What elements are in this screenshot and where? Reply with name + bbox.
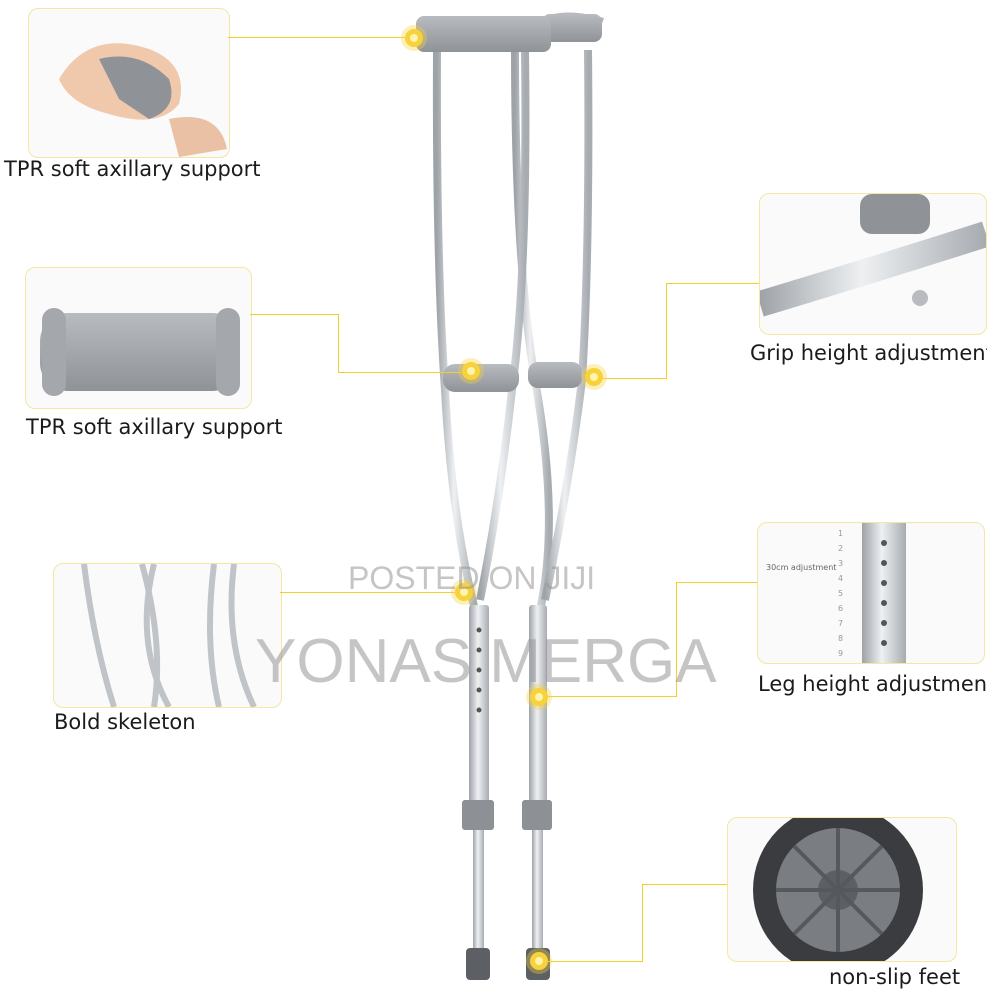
- leader-leg-adjust-v: [676, 582, 677, 697]
- leader-feet-h2: [642, 884, 727, 885]
- leader-hand-grip-v: [338, 314, 339, 372]
- leader-grip-adjust-h1: [598, 378, 666, 379]
- top-pad-label: TPR soft axillary support: [4, 157, 261, 181]
- marker-feet: [530, 952, 548, 970]
- leader-hand-grip-h1: [250, 314, 338, 315]
- scale-num: 9: [838, 649, 844, 658]
- leader-grip-adjust-v: [666, 283, 667, 379]
- leader-feet-h1: [540, 961, 642, 962]
- watermark-name: YONAS MERGA: [255, 627, 717, 696]
- skeleton-image: [81, 564, 257, 707]
- grip-adjust-image: [760, 194, 986, 317]
- scale-num: 3: [838, 559, 844, 568]
- leg-adjust-image: [862, 523, 906, 663]
- leader-skeleton: [280, 592, 462, 593]
- leg-adjust-label: Leg height adjustment: [758, 672, 987, 696]
- watermark-posted: POSTED ON JIJI: [348, 560, 596, 596]
- detail-hand-grip: [25, 267, 252, 409]
- hand-grip-image: [40, 308, 240, 396]
- marker-grip-adjust: [585, 368, 603, 386]
- leader-feet-v: [642, 884, 643, 962]
- hand-squeezing-pad-image: [59, 43, 227, 157]
- scale-num: 4: [838, 574, 844, 583]
- detail-skeleton: [53, 563, 282, 708]
- detail-leg-adjust: 30cm adjustment 1 2 3 4 5 6 7 8 9: [757, 522, 985, 664]
- left-crutch: [416, 16, 551, 980]
- leg-scale-numbers: 1 2 3 4 5 6 7 8 9: [838, 529, 850, 659]
- leader-leg-adjust-h2: [676, 582, 757, 583]
- scale-num: 1: [838, 529, 844, 538]
- scale-num: 7: [838, 619, 844, 628]
- foot-tip-image: [753, 818, 923, 961]
- scale-num: 8: [838, 634, 844, 643]
- leader-top-pad: [228, 37, 414, 38]
- detail-top-pad: [28, 8, 230, 158]
- marker-skeleton: [455, 583, 473, 601]
- hand-grip-label: TPR soft axillary support: [26, 415, 283, 439]
- scale-num: 5: [838, 589, 844, 598]
- leader-leg-adjust-h1: [540, 696, 676, 697]
- scale-num: 2: [838, 544, 844, 553]
- marker-top-pad: [405, 29, 423, 47]
- feet-label: non-slip feet: [829, 965, 961, 989]
- detail-feet: [727, 817, 957, 962]
- scale-num: 6: [838, 604, 844, 613]
- skeleton-label: Bold skeleton: [54, 710, 196, 734]
- leader-hand-grip-h2: [338, 372, 468, 373]
- marker-leg-adjust: [530, 688, 548, 706]
- detail-grip-adjust: [759, 193, 987, 335]
- grip-adjust-label: Grip height adjustment: [750, 341, 987, 365]
- leader-grip-adjust-h2: [666, 283, 759, 284]
- marker-hand-grip: [462, 362, 480, 380]
- leg-scale-label: 30cm adjustment: [766, 563, 837, 572]
